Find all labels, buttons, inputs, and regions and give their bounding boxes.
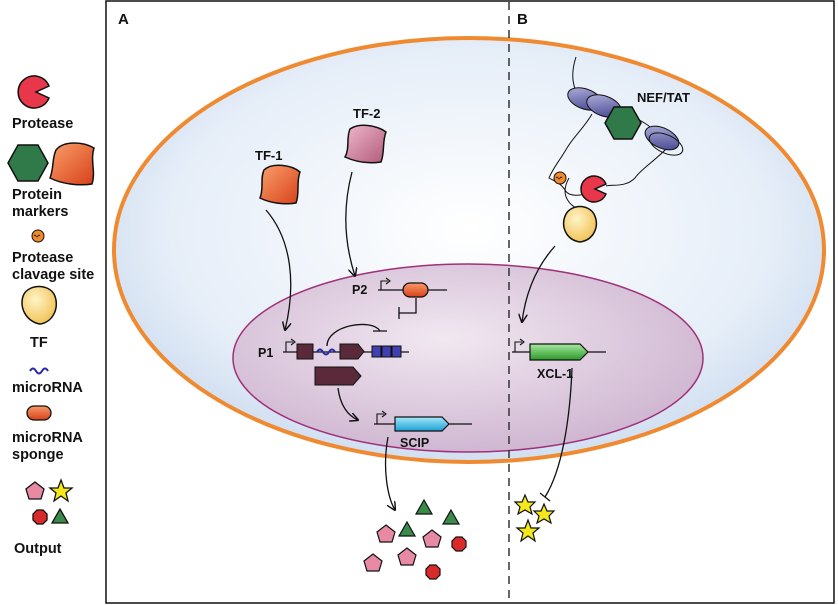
panel-b-label: B <box>517 11 528 28</box>
protein-disc-2 <box>644 125 684 156</box>
legend: Protease Protein markers Protease clavag… <box>7 75 95 557</box>
output-pentagon-icon <box>25 481 45 500</box>
cleavage-site-icon <box>31 229 45 243</box>
output-star-icon <box>48 478 74 503</box>
legend-protease-label: Protease <box>12 116 73 132</box>
xcl1-to-output-arrow <box>539 367 573 502</box>
protein-marker-blob-icon <box>49 142 95 186</box>
protein-marker-hexagon-icon <box>7 144 49 182</box>
microrna-icon <box>29 367 49 375</box>
microrna-target <box>316 348 336 356</box>
product-to-scip-arrow <box>337 387 358 420</box>
output-triangle <box>397 520 417 537</box>
tf2-protein <box>343 124 387 164</box>
p2-construct <box>378 277 447 298</box>
scip-construct <box>374 410 472 432</box>
binding-site-3 <box>391 345 402 358</box>
output-pentagon <box>422 529 442 548</box>
xcl1-label: XCL-1 <box>537 367 573 381</box>
output-star <box>513 493 537 516</box>
legend-protein-markers-line2: markers <box>12 204 68 220</box>
output-star <box>515 518 541 543</box>
output-pentagon <box>376 524 396 543</box>
tf2-label: TF-2 <box>353 106 380 121</box>
output-octagon <box>425 564 441 580</box>
tf-to-xcl1-arrow <box>522 245 556 322</box>
legend-microrna-label: microRNA <box>12 380 83 396</box>
polyprotein-chain <box>548 56 669 209</box>
binding-site-2 <box>381 345 392 358</box>
protein-marker-hexagon <box>604 106 642 140</box>
feedback-inhibition <box>326 323 387 347</box>
nucleus <box>232 263 704 453</box>
p1-label: P1 <box>258 346 273 360</box>
output-triangle <box>414 498 434 515</box>
output-pentagon <box>363 553 383 572</box>
sponge-inhibition <box>398 298 417 319</box>
tf-protein <box>562 205 598 243</box>
nef-tat-label: NEF/TAT <box>637 90 690 105</box>
repressor-product <box>314 366 362 386</box>
microrna-sponge <box>402 282 429 298</box>
tf1-label: TF-1 <box>255 148 282 163</box>
tf1-protein <box>259 164 301 205</box>
output-octagon <box>451 536 467 552</box>
gene-block-2 <box>339 343 365 360</box>
microrna-sponge-icon <box>26 405 52 421</box>
cleavage-site <box>553 171 567 185</box>
legend-cleavage-line1: Protease <box>12 250 73 266</box>
legend-protein-markers-line1: Protein <box>12 187 62 203</box>
legend-cleavage-line2: clavage site <box>12 267 94 283</box>
protease-enzyme <box>580 175 607 203</box>
binding-site-1 <box>371 345 382 358</box>
scip-to-output-arrow <box>384 436 395 510</box>
scip-gene <box>394 416 450 432</box>
legend-sponge-line1: microRNA <box>12 430 83 446</box>
p1-construct <box>283 338 409 360</box>
panel-b-outputs <box>513 493 556 543</box>
gene-block-1 <box>296 343 314 360</box>
output-icons <box>25 478 74 525</box>
xcl1-gene <box>529 343 589 361</box>
p2-label: P2 <box>352 283 367 297</box>
tf-icon <box>21 285 58 325</box>
output-triangle <box>441 508 461 525</box>
main-frame <box>105 0 835 604</box>
scip-label: SCIP <box>400 436 429 450</box>
output-triangle-icon <box>50 507 70 524</box>
panel-a-outputs <box>363 498 467 580</box>
output-star <box>532 502 556 525</box>
xcl1-construct <box>512 338 606 361</box>
tf2-to-p2-arrow <box>345 171 355 276</box>
tf1-to-p1-arrow <box>265 209 292 330</box>
legend-output-label: Output <box>14 541 62 557</box>
output-pentagon <box>397 547 417 566</box>
panel-a-label: A <box>118 11 129 28</box>
legend-sponge-line2: sponge <box>12 447 64 463</box>
output-octagon-icon <box>32 509 48 525</box>
protease-icon <box>17 75 50 109</box>
legend-tf-label: TF <box>30 335 48 351</box>
